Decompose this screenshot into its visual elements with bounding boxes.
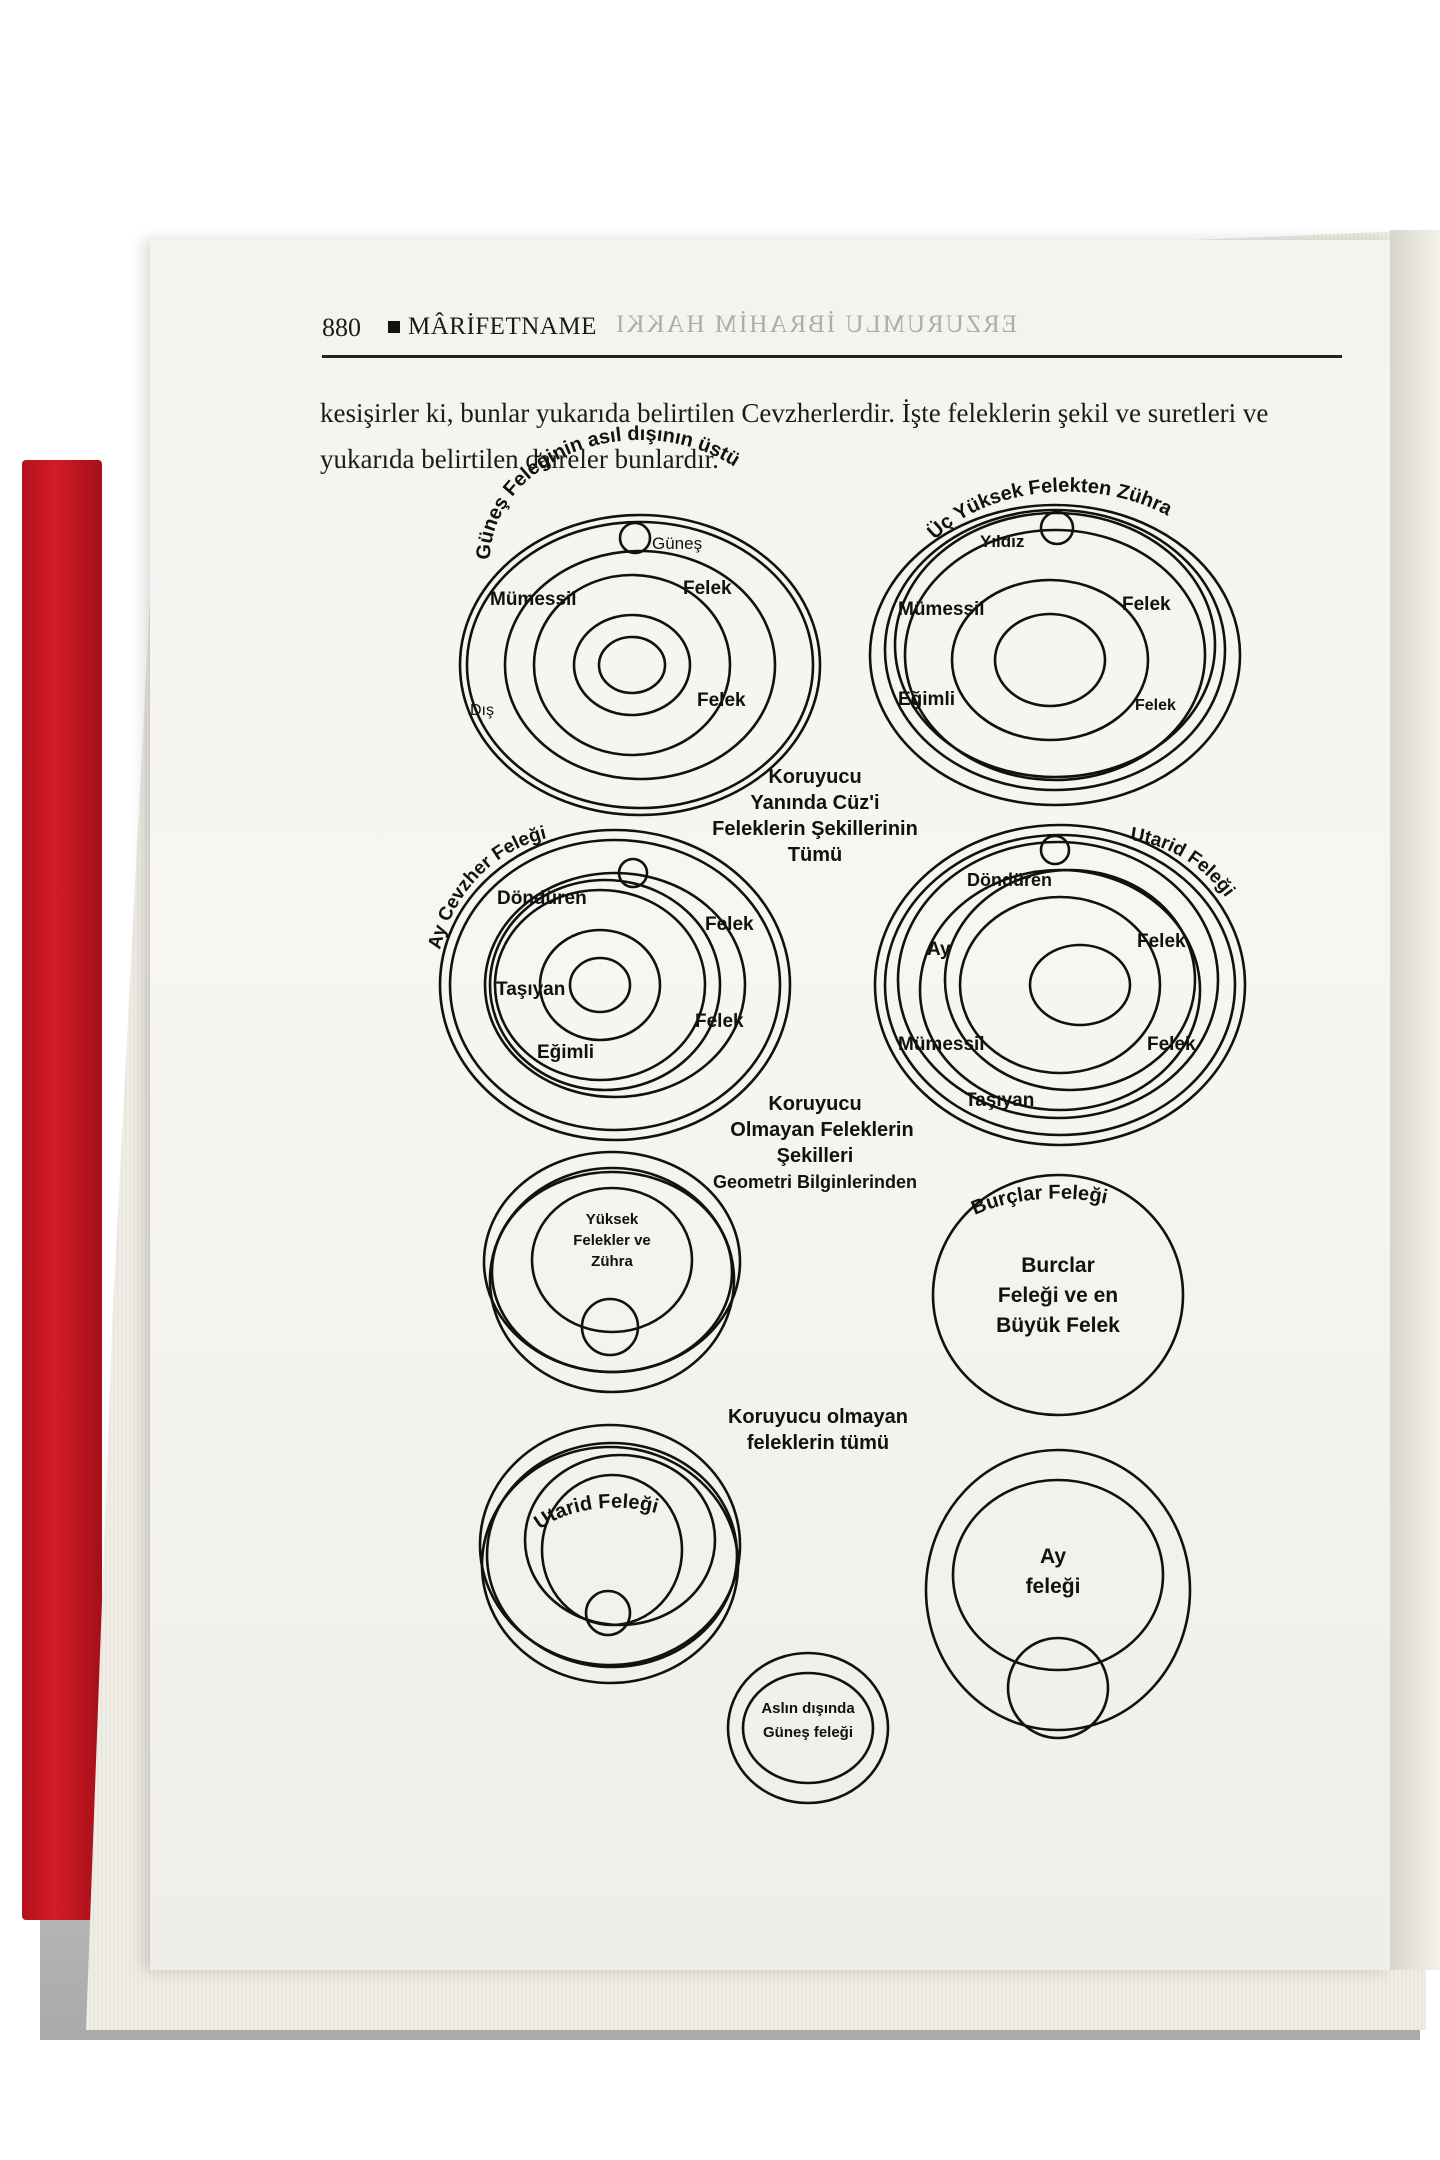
fig1-title: Güneş Feleğinin asıl dışının üstü bbox=[473, 423, 744, 561]
fig1-label-felek-bottom: Felek bbox=[697, 690, 746, 711]
fig4-label-ay: Ay bbox=[927, 939, 951, 960]
book-title: MÂRİFETNAME bbox=[408, 313, 597, 340]
fig3-label-felek-top: Felek bbox=[705, 914, 754, 935]
caption-koruyucu-tumu: Koruyucu Yanında Cüz'i Feleklerin Şekill… bbox=[712, 766, 918, 866]
caption3-line-1: Koruyucu olmayan bbox=[728, 1406, 908, 1428]
fig8-label-line-2: feleği bbox=[1026, 1575, 1081, 1598]
figure-ay-felegi bbox=[924, 1448, 1192, 1740]
fig2-label-egimli: Eğimli bbox=[898, 689, 955, 710]
figure-utarid-felegi-lower bbox=[478, 1423, 742, 1685]
fig6-label-line-1: Burclar bbox=[1021, 1254, 1095, 1277]
fig9-label-line-2: Güneş feleği bbox=[763, 1724, 853, 1741]
fig5-label-line-2: Felekler ve bbox=[573, 1232, 651, 1249]
fig9-label-line-1: Aslın dışında bbox=[761, 1700, 855, 1717]
fig2-label-yildiz: Yıldız bbox=[980, 532, 1024, 551]
fig8-labels: Ay feleği bbox=[1026, 1545, 1081, 1598]
page-header: 880 MÂRİFETNAME ERZURUMLU İBRAHİM HAKKI bbox=[322, 305, 1342, 358]
fig4-label-tasiyan: Taşıyan bbox=[965, 1090, 1034, 1111]
caption1-line-4: Tümü bbox=[788, 844, 842, 866]
fig3-title: Ay Cevzher Feleği bbox=[424, 823, 548, 952]
fig2-label-felek-top: Felek bbox=[1122, 594, 1171, 615]
fig4-label-felek-bottom: Felek bbox=[1147, 1034, 1196, 1055]
fig7-title: Utarid Feleği bbox=[530, 1491, 660, 1534]
figure-burclar-felegi bbox=[931, 1173, 1185, 1417]
fig4-label-donduren: Döndüren bbox=[967, 870, 1052, 890]
figure-utarid-felegi-upper bbox=[873, 823, 1247, 1147]
fig2-label-mumessil: Mümessil bbox=[898, 599, 985, 620]
figure-gunes-felegi bbox=[458, 513, 822, 817]
caption1-line-1: Koruyucu bbox=[768, 766, 861, 788]
caption1-line-2: Yanında Cüz'i bbox=[750, 792, 879, 814]
fig1-label-dis: Dış bbox=[470, 702, 494, 719]
fig5-label-line-3: Zühra bbox=[591, 1253, 633, 1270]
page-curve-shadow bbox=[1390, 230, 1440, 1970]
intro-paragraph: kesişirler ki, bunlar yukarıda belirtile… bbox=[320, 398, 1269, 474]
fig6-label-line-2: Feleği ve en bbox=[998, 1284, 1118, 1307]
fig4-label-mumessil: Mümessil bbox=[898, 1034, 985, 1055]
fig5-labels: Yüksek Felekler ve Zühra bbox=[573, 1211, 651, 1270]
fig6-label-line-3: Büyük Felek bbox=[996, 1314, 1120, 1337]
fig6-labels: Burclar Feleği ve en Büyük Felek bbox=[996, 1254, 1120, 1337]
fig3-label-felek-bottom: Felek bbox=[695, 1011, 744, 1032]
page-number: 880 bbox=[322, 313, 361, 342]
fig3-label-egimli: Eğimli bbox=[537, 1042, 594, 1063]
fig4-label-felek-top: Felek bbox=[1137, 931, 1186, 952]
caption2-line-1: Koruyucu bbox=[768, 1093, 861, 1115]
figure-yuksek-felekler-zuhra bbox=[482, 1150, 742, 1394]
fig1-label-gunes: Güneş bbox=[652, 534, 702, 553]
fig1-label-felek-top: Felek bbox=[683, 578, 732, 599]
caption2-line-2: Olmayan Feleklerin bbox=[730, 1119, 913, 1141]
fig8-label-line-1: Ay bbox=[1040, 1545, 1066, 1568]
fig6-title: Burçlar Feleği bbox=[968, 1182, 1109, 1220]
caption2-line-4: Geometri Bilginlerinden bbox=[713, 1172, 917, 1192]
fig1-label-mumessil: Mümessil bbox=[490, 589, 577, 610]
caption-koruyucu-olmayan: Koruyucu Olmayan Feleklerin Şekilleri Ge… bbox=[713, 1093, 917, 1192]
caption1-line-3: Feleklerin Şekillerinin bbox=[712, 818, 918, 840]
fig3-label-tasiyan: Taşıyan bbox=[496, 979, 565, 1000]
figure-ay-cevzher-felegi bbox=[438, 828, 792, 1142]
caption3-line-2: feleklerin tümü bbox=[747, 1432, 889, 1454]
figure-gunes-felegi-disinda bbox=[726, 1651, 890, 1805]
fig9-labels: Aslın dışında Güneş feleği bbox=[761, 1700, 855, 1741]
fig3-label-donduren: Döndüren bbox=[497, 888, 587, 909]
fig5-label-line-1: Yüksek bbox=[586, 1211, 639, 1228]
header-separator-square bbox=[388, 321, 400, 333]
figure-uc-yuksek-felek bbox=[868, 503, 1242, 807]
caption-feleklerin-tumu: Koruyucu olmayan feleklerin tümü bbox=[728, 1406, 908, 1454]
fig4-title: Utarid Feleği bbox=[1129, 824, 1239, 901]
caption2-line-3: Şekilleri bbox=[777, 1145, 854, 1167]
book-spine-red bbox=[22, 460, 102, 1920]
fig2-label-felek-bottom: Felek bbox=[1135, 697, 1176, 714]
